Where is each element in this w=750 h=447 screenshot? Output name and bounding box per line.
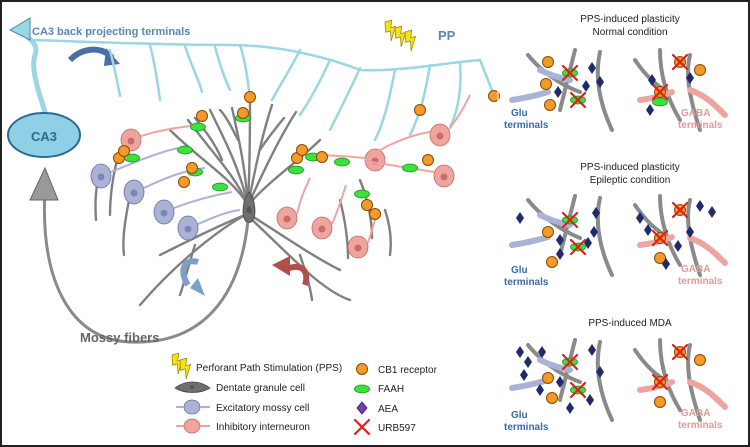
curved-arrow-red-bottom-head	[272, 256, 290, 276]
legend-label-faah: FAAH	[378, 384, 404, 395]
legend-item-urb597: URB597	[353, 418, 416, 436]
legend-item-pps: Perforant Path Stimulation (PPS)	[169, 352, 342, 381]
panel-1-title-line1: PPS-induced plasticity	[580, 14, 680, 25]
mossy-fibers-arrowhead	[29, 166, 59, 201]
legend-label-pps: Perforant Path Stimulation (PPS)	[196, 363, 342, 374]
pp-label: PP	[438, 28, 456, 43]
panel-normal-condition: PPS-induced plasticity Normal condition …	[504, 14, 728, 132]
legend-label-aea: AEA	[378, 404, 398, 415]
panel-3-title-line1: PPS-induced MDA	[588, 318, 672, 329]
legend-label-urb597: URB597	[378, 423, 416, 434]
ca3-region	[7, 112, 81, 158]
panel-2-title-line2: Epileptic condition	[590, 175, 671, 186]
curved-arrow-blue-bottom	[180, 258, 199, 287]
legend-label-interneuron: Inhibitory interneuron	[216, 422, 310, 433]
mossy-fibers-label: Mossy fibers	[80, 330, 159, 345]
legend-item-faah: FAAH	[354, 384, 404, 395]
ca3-back-projection-arrowhead	[8, 17, 31, 41]
legend-item-mossy-cell: Excitatory mossy cell	[176, 399, 309, 415]
legend-label-cb1: CB1 receptor	[378, 365, 438, 376]
legend-item-cb1: CB1 receptor	[356, 363, 438, 376]
legend-label-granule: Dentate granule cell	[216, 383, 305, 394]
ca3-back-projecting-label: CA3 back projecting terminals	[32, 26, 190, 38]
mossy-fibers-arc	[42, 189, 250, 344]
curved-arrow-blue-bottom-head	[190, 278, 205, 296]
ca3-label: CA3	[31, 129, 57, 144]
legend-item-interneuron: Inhibitory interneuron	[176, 418, 310, 434]
panel-epileptic-condition: PPS-induced plasticity Epileptic conditi…	[504, 162, 728, 288]
legend: Perforant Path Stimulation (PPS) Dentate…	[169, 352, 438, 436]
perforant-path-axons	[33, 38, 496, 142]
panel-1-title-line2: Normal condition	[592, 27, 667, 38]
legend-item-aea: AEA	[356, 401, 398, 415]
panel-2-title-line1: PPS-induced plasticity	[580, 162, 680, 173]
dentate-gyrus-schematic: CA3 CA3 back projecting terminals PP Mos…	[7, 17, 500, 345]
legend-item-granule: Dentate granule cell	[174, 381, 305, 394]
legend-label-mossy-cell: Excitatory mossy cell	[216, 403, 309, 414]
